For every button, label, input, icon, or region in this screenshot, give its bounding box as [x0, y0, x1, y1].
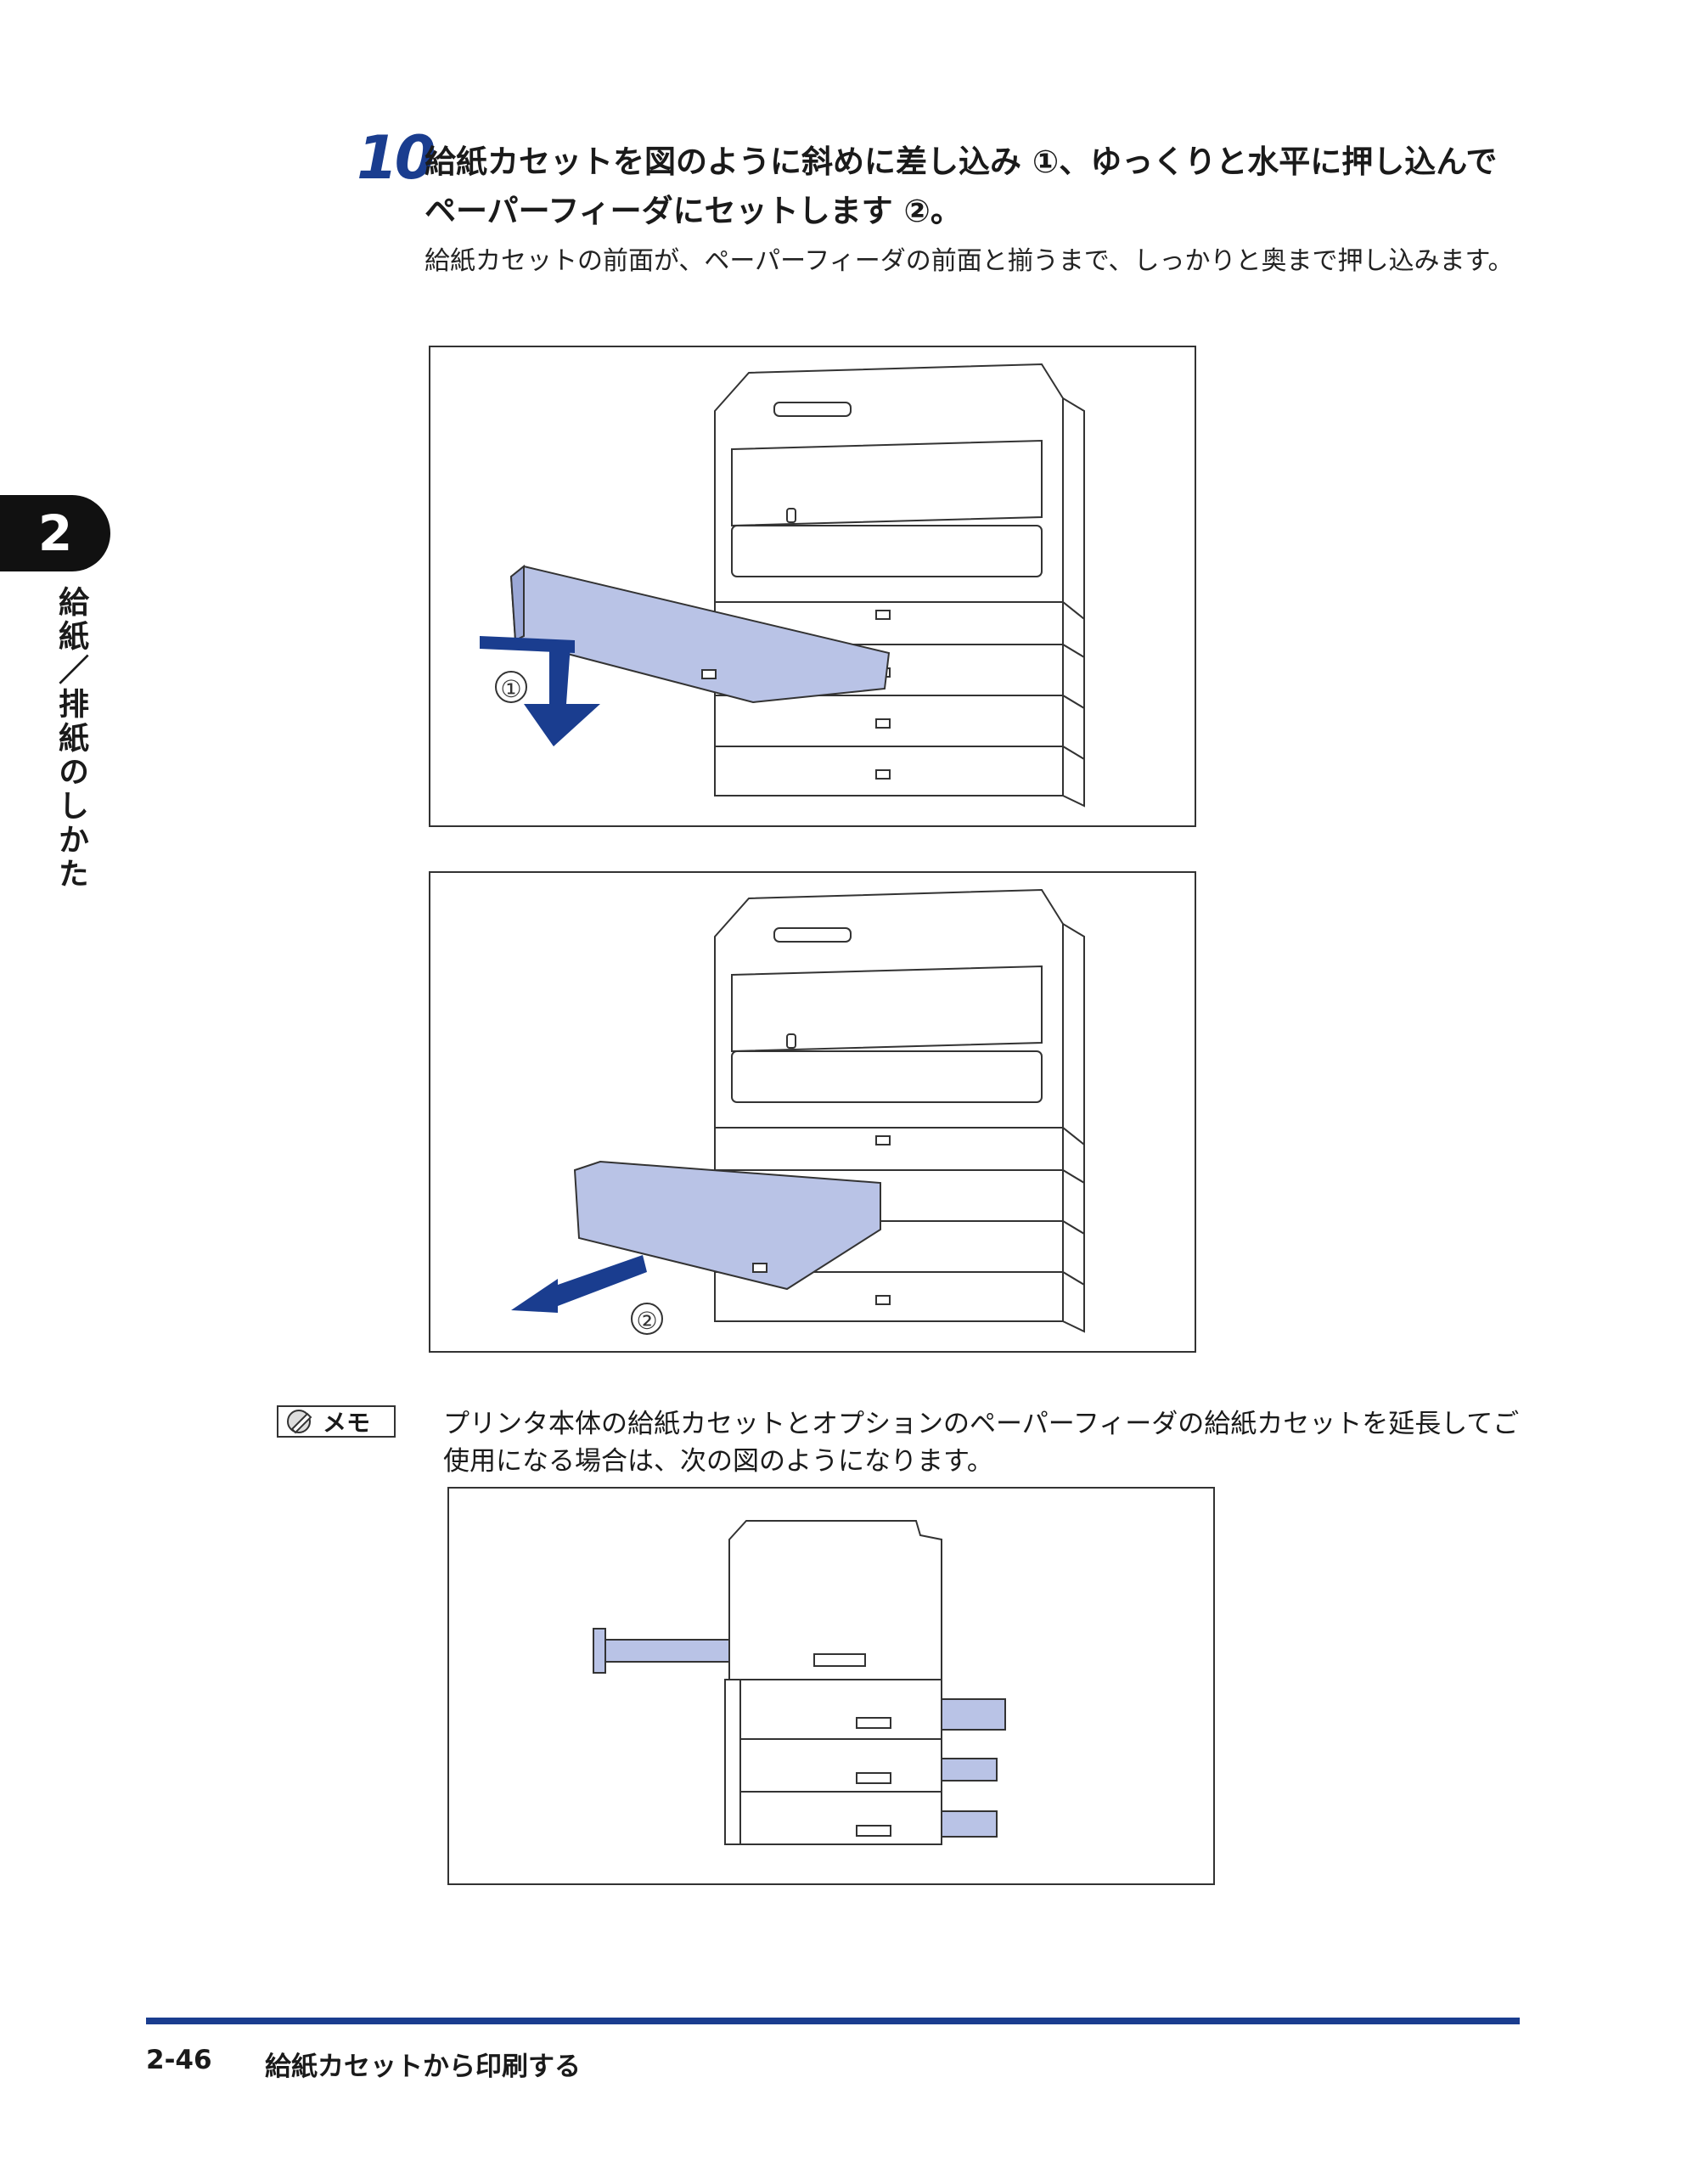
- step-number: 10: [357, 123, 436, 193]
- step-heading: 給紙カセットを図のように斜めに差し込み ①、ゆっくりと水平に押し込んでペーパーフ…: [424, 144, 1498, 229]
- printer-illustration-1: ①: [480, 363, 1085, 808]
- paper-cassette: [573, 1160, 881, 1291]
- footer-rule: [146, 2018, 1520, 2024]
- figure-push-horizontal: ②: [429, 871, 1196, 1353]
- memo-badge: メモ: [277, 1405, 396, 1438]
- chapter-tab: 2: [0, 495, 110, 571]
- extended-cassette-feeder-3: [941, 1810, 998, 1838]
- extended-cassette-feeder-1: [941, 1698, 1006, 1731]
- memo-text: プリンタ本体の給紙カセットとオプションのペーパーフィーダの給紙カセットを延長して…: [443, 1409, 1520, 1477]
- printer-side-illustration: [593, 1520, 1006, 1845]
- step-body: 給紙カセットの前面が、ペーパーフィーダの前面と揃うまで、しっかりと奥まで押し込み…: [424, 246, 1514, 276]
- extended-cassette-main: [593, 1639, 730, 1663]
- extended-cassette-feeder-2: [941, 1758, 998, 1782]
- memo-label: メモ: [323, 1409, 371, 1437]
- chapter-title: 給紙／排紙のしかた: [53, 586, 88, 892]
- chapter-number: 2: [37, 504, 73, 562]
- fig1-label: ①: [500, 675, 521, 703]
- footer-title: 給紙カセットから印刷する: [265, 2052, 581, 2082]
- page-number: 2-46: [146, 2045, 212, 2075]
- figure-insert-angled: ①: [429, 346, 1196, 827]
- printer-illustration-2: ②: [511, 888, 1085, 1335]
- figure-extended-cassettes: [447, 1487, 1215, 1885]
- pencil-icon: [287, 1410, 312, 1434]
- fig2-label: ②: [636, 1307, 657, 1335]
